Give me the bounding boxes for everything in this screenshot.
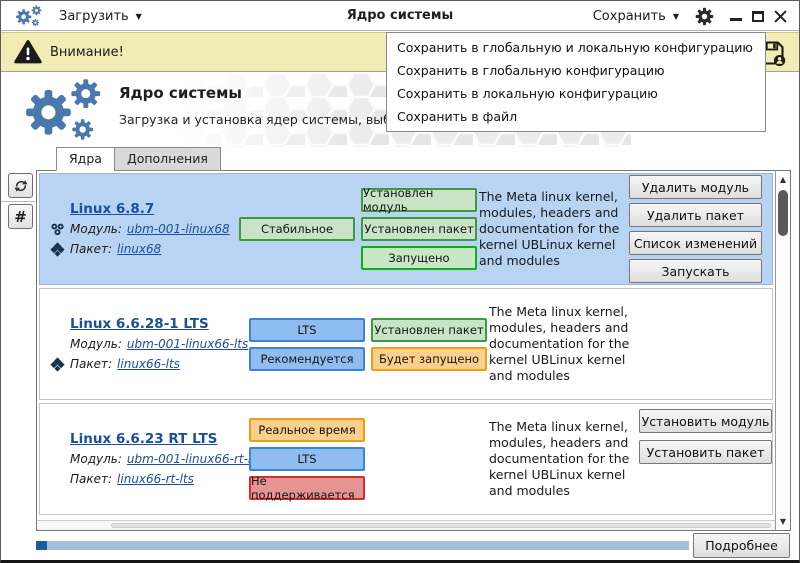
status-badge: Не поддерживается xyxy=(249,474,365,502)
status-badge: Реальное время xyxy=(249,418,365,442)
kernel-description: The Meta linux kernel, modules, headers … xyxy=(479,189,620,268)
kernel-action-button[interactable]: Удалить модуль xyxy=(629,175,762,199)
status-badge: Установлен пакет xyxy=(361,217,477,241)
app-gears-icon xyxy=(16,5,42,27)
save-dropdown-menu: Сохранить в глобальную и локальную конфи… xyxy=(386,32,766,132)
status-badge: Стабильное xyxy=(239,217,355,241)
module-link[interactable]: ubm-001-linux66-rt-lts xyxy=(126,452,263,466)
kernel-action-button[interactable]: Удалить пакет xyxy=(629,203,762,227)
package-link[interactable]: linux68 xyxy=(117,242,162,256)
scroll-up-icon[interactable]: ▲ xyxy=(779,175,787,184)
kernel-name-link[interactable]: Linux 6.8.7 xyxy=(70,201,155,217)
kernel-action-button[interactable]: Установить модуль xyxy=(639,409,772,433)
refresh-button[interactable] xyxy=(8,173,33,198)
scroll-down-icon[interactable]: ▼ xyxy=(779,517,787,526)
module-label: Модуль: xyxy=(70,452,122,466)
close-button[interactable] xyxy=(774,9,787,23)
save-menu-item[interactable]: Сохранить в локальную конфигурацию xyxy=(397,86,658,101)
module-label: Модуль: xyxy=(70,337,122,351)
kernel-description: The Meta linux kernel, modules, headers … xyxy=(489,304,630,383)
kernel-info: Linux 6.8.7 Модуль: ubm-001-linux68 xyxy=(40,199,235,259)
save-menu-item[interactable]: Сохранить в файл xyxy=(397,109,518,124)
toolbar-divider xyxy=(1,201,35,202)
status-badge: Запущено xyxy=(361,246,477,270)
status-badge: Будет запущено xyxy=(371,346,487,371)
minimize-button[interactable] xyxy=(730,17,742,21)
kernel-action-button[interactable]: Установить пакет xyxy=(639,440,772,464)
tab-Ядра[interactable]: Ядра xyxy=(56,147,115,171)
module-label: Модуль: xyxy=(70,222,122,236)
kernel-info: Linux 6.6.28-1 LTS Модуль: ubm-001-linux… xyxy=(40,314,249,374)
titlebar: Загрузить ▼ Ядро системы Сохранить ▼ xyxy=(1,1,799,31)
load-label: Загрузить xyxy=(59,8,129,24)
module-link[interactable]: ubm-001-linux66-lts xyxy=(126,337,249,351)
maximize-button[interactable] xyxy=(752,10,764,22)
load-dropdown-button[interactable]: Загрузить ▼ xyxy=(59,9,142,24)
settings-gear-icon[interactable] xyxy=(695,7,714,26)
chevron-down-icon: ▼ xyxy=(135,11,142,21)
refresh-icon xyxy=(14,179,27,192)
kernel-list: Linux 6.8.7 Модуль: ubm-001-linux68 xyxy=(37,171,775,520)
kernel-list-frame: Linux 6.8.7 Модуль: ubm-001-linux68 xyxy=(36,170,791,531)
warning-icon xyxy=(14,40,42,64)
status-badge: Установлен пакет xyxy=(371,317,487,342)
kernel-actions xyxy=(639,289,772,399)
kernel-name-link[interactable]: Linux 6.6.23 RT LTS xyxy=(70,431,218,447)
hash-button[interactable]: # xyxy=(8,204,33,229)
warning-text: Внимание! xyxy=(50,44,124,60)
progress-indicator xyxy=(36,541,47,550)
kernel-info: Linux 6.6.23 RT LTS Модуль: ubm-001-linu… xyxy=(40,429,262,489)
details-button[interactable]: Подробнее xyxy=(693,533,790,558)
kernel-action-button[interactable]: Список изменений xyxy=(629,231,762,255)
package-label: Пакет: xyxy=(70,242,113,256)
badge-column-primary: LTS Рекомендуется xyxy=(249,317,365,371)
package-label: Пакет: xyxy=(70,357,113,371)
status-badge: LTS xyxy=(249,317,365,342)
page-title: Ядро системы xyxy=(119,84,242,102)
save-label: Сохранить xyxy=(592,8,666,24)
status-badge: Рекомендуется xyxy=(249,346,365,371)
progress-bar xyxy=(36,541,689,550)
scrollbar-thumb[interactable] xyxy=(778,190,788,236)
kernel-row[interactable]: Linux 6.8.7 Модуль: ubm-001-linux68 xyxy=(39,173,773,285)
tab-Дополнения[interactable]: Дополнения xyxy=(113,147,221,171)
package-icon xyxy=(49,241,65,257)
kernel-description: The Meta linux kernel, modules, headers … xyxy=(489,419,630,498)
kernel-row[interactable]: Linux 6.6.28-1 LTS Модуль: ubm-001-linux… xyxy=(39,288,773,400)
save-dropdown-button[interactable]: Сохранить ▼ xyxy=(593,9,679,24)
badge-column-primary: Стабильное xyxy=(239,217,355,241)
app-logo-gears xyxy=(26,79,101,140)
hscrollbar-thumb[interactable] xyxy=(111,523,771,528)
package-icon xyxy=(49,356,65,372)
kernel-row[interactable]: Linux 6.6.23 RT LTS Модуль: ubm-001-linu… xyxy=(39,403,773,515)
package-link[interactable]: linux66-lts xyxy=(117,357,180,371)
vertical-scrollbar[interactable]: ▲ ▼ xyxy=(775,171,790,530)
status-badge: Установлен модуль xyxy=(361,186,477,214)
save-menu-item[interactable]: Сохранить в глобальную и локальную конфи… xyxy=(397,40,753,55)
status-badge: LTS xyxy=(249,447,365,471)
horizontal-scrollbar[interactable] xyxy=(37,520,775,530)
module-icon xyxy=(50,223,64,236)
package-link[interactable]: linux66-rt-lts xyxy=(117,472,194,486)
save-menu-item[interactable]: Сохранить в глобальную конфигурацию xyxy=(397,63,665,78)
kernel-action-button[interactable]: Запускать xyxy=(629,259,762,283)
package-label: Пакет: xyxy=(70,472,113,486)
kernel-name-link[interactable]: Linux 6.6.28-1 LTS xyxy=(70,316,209,332)
module-link[interactable]: ubm-001-linux68 xyxy=(126,222,230,236)
chevron-down-icon: ▼ xyxy=(672,11,679,21)
